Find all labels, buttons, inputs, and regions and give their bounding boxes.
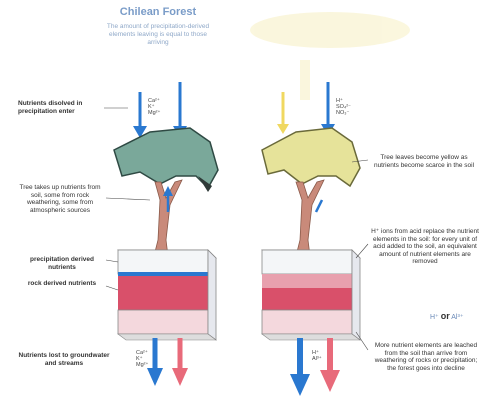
right-soil-block bbox=[262, 250, 360, 340]
label-acid-replace: H⁺ ions from acid replace the nutrient e… bbox=[370, 228, 480, 266]
left-ions-bottom: Ca²⁺K⁺Mg²⁺ bbox=[136, 350, 148, 368]
label-nutrients-enter: Nutrients disolved in precipitation ente… bbox=[18, 100, 104, 115]
left-ions-top: Ca²⁺K⁺Mg²⁺ bbox=[148, 98, 160, 116]
right-ions-bottom: H⁺Al³⁺ bbox=[312, 350, 322, 362]
right-scene bbox=[262, 82, 368, 396]
label-leaves-yellow: Tree leaves become yellow as nutrients b… bbox=[370, 154, 478, 169]
left-scene bbox=[104, 82, 218, 386]
label-or-group: H⁺ or Al³⁺ bbox=[430, 311, 464, 321]
diagram-subtitle: The amount of precipitation-derived elem… bbox=[102, 23, 214, 47]
right-canopy bbox=[262, 128, 360, 186]
label-rock-derived: rock derived nutrients bbox=[20, 280, 104, 288]
left-soil-block bbox=[118, 250, 216, 340]
label-precip-derived: precipitation derived nutrients bbox=[20, 256, 104, 271]
left-canopy bbox=[114, 128, 218, 188]
label-more-nutrients: More nutrient elements are leached from … bbox=[370, 342, 482, 372]
label-nutrients-lost: Nutrients lost to groundwater and stream… bbox=[14, 352, 114, 367]
label-tree-takes-up: Tree takes up nutrients from soil, some … bbox=[14, 184, 106, 214]
right-ions-top: H⁺SO₄²⁻NO₃⁻ bbox=[336, 98, 351, 116]
yellow-haze bbox=[250, 12, 410, 100]
diagram-title: Chilean Forest bbox=[98, 6, 218, 18]
